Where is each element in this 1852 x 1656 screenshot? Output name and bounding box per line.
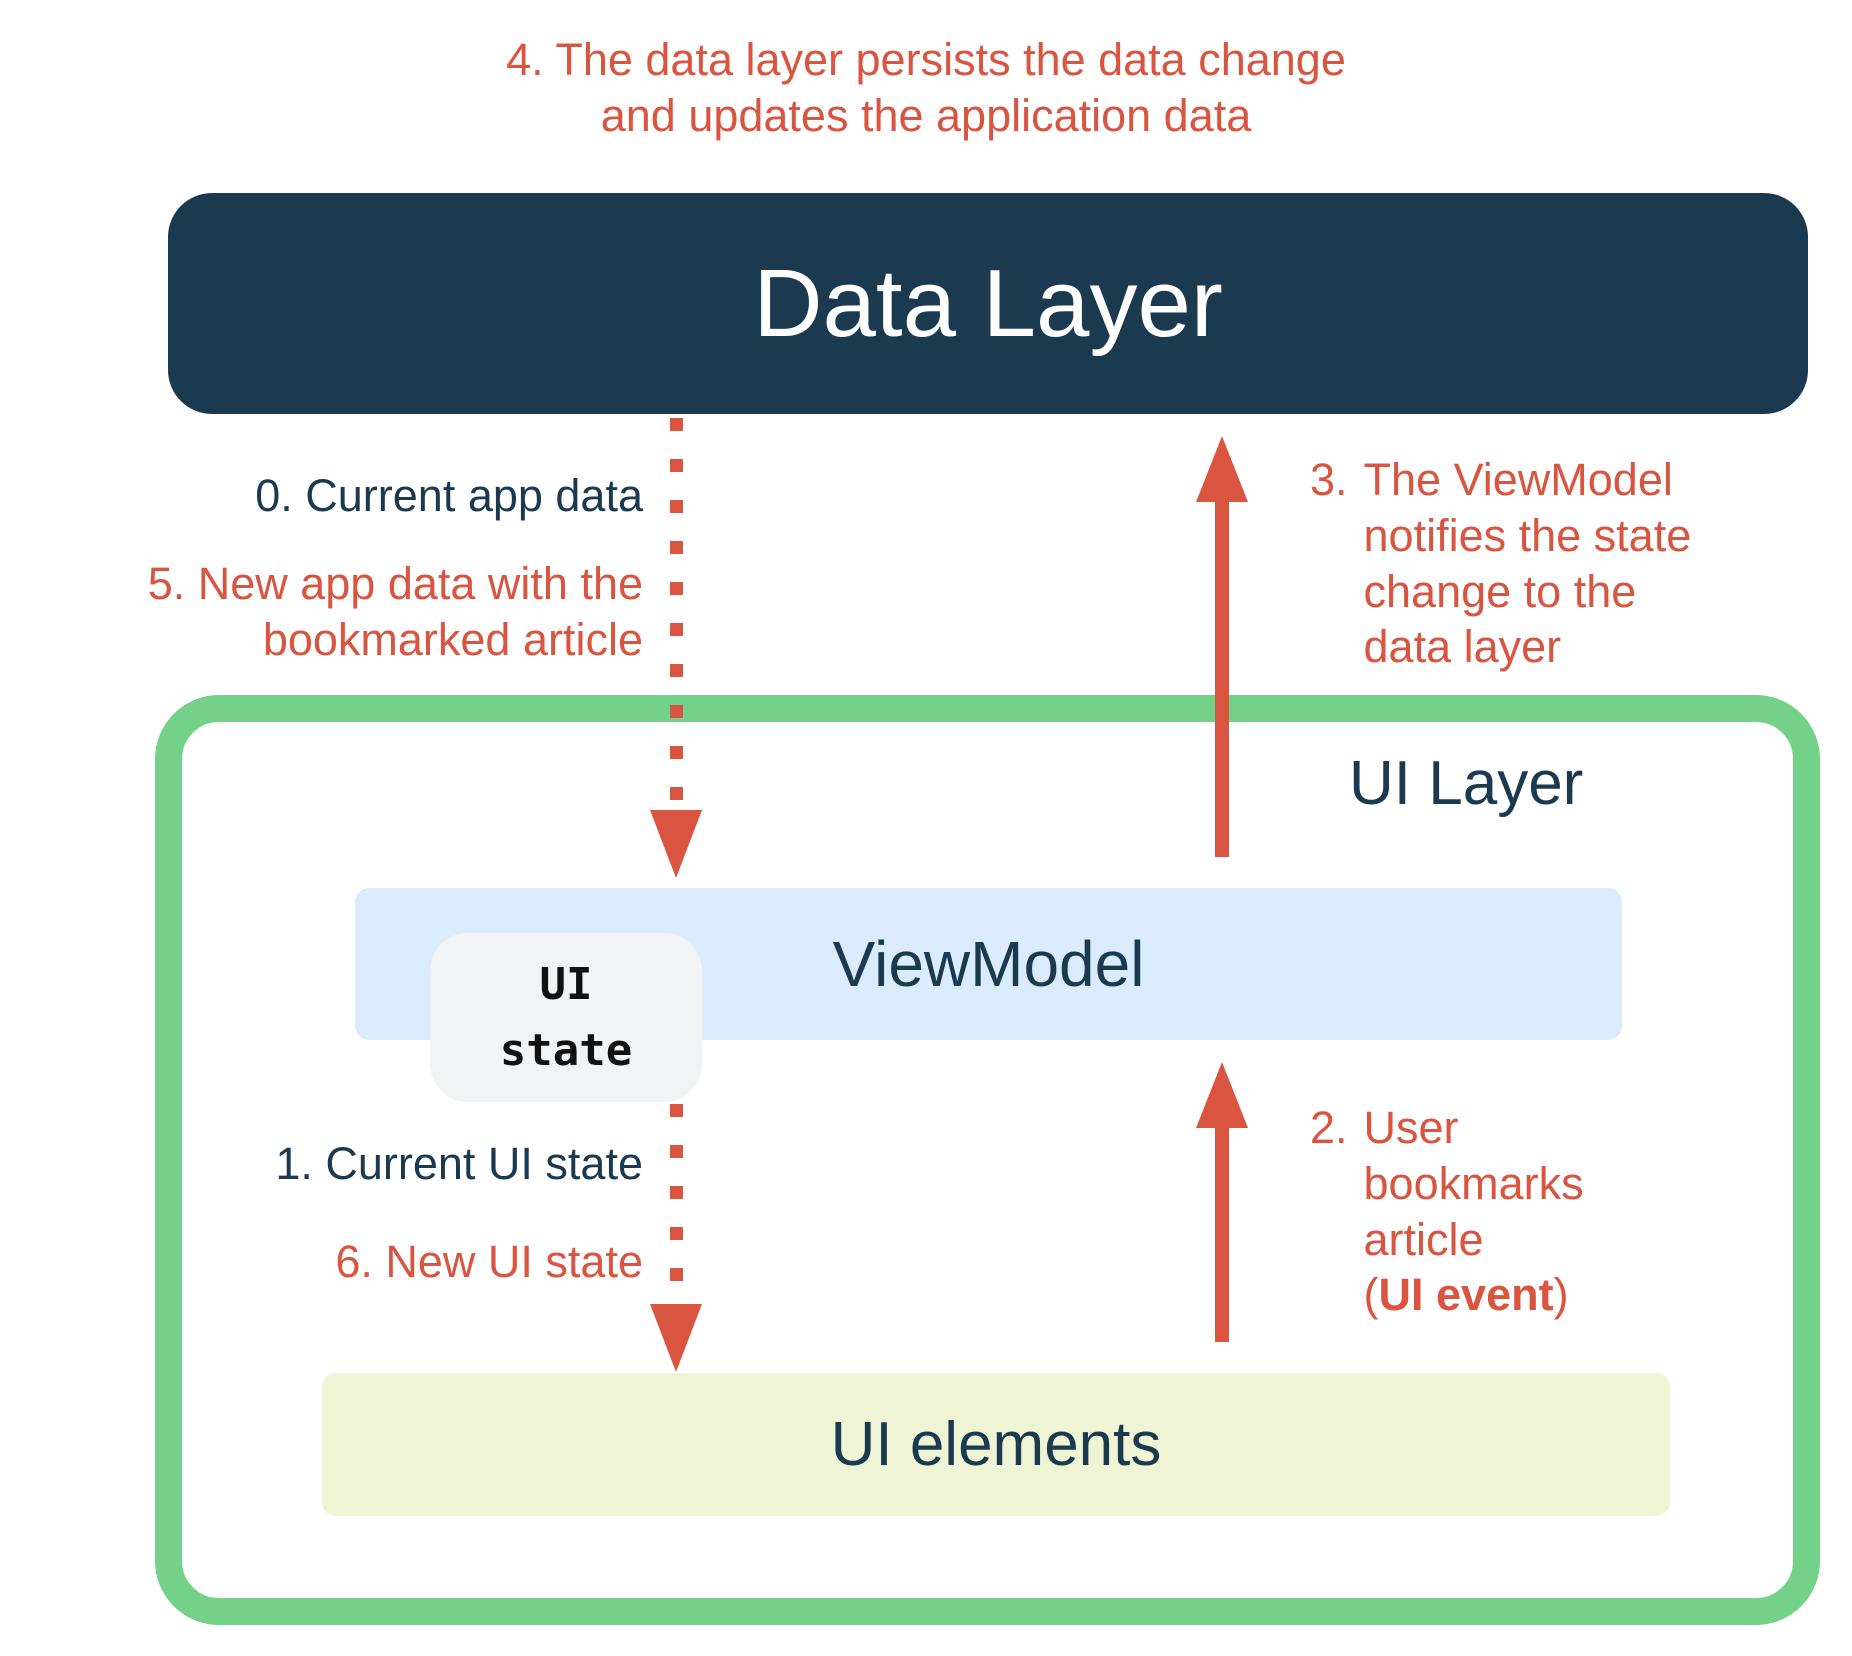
annotation-step2-ui-event-line: (UI event) (1363, 1269, 1569, 1321)
annotation-step3: 3. The ViewModel notifies the state chan… (1310, 452, 1691, 675)
annotation-step4: 4. The data layer persists the data chan… (0, 32, 1852, 144)
annotation-step3-body: The ViewModel notifies the state change … (1363, 454, 1692, 673)
annotation-step4-line2: and updates the application data (600, 89, 1252, 141)
state-change-arrow-line (1215, 500, 1229, 857)
annotation-step6: 6. New UI state (335, 1236, 643, 1287)
annotation-step2-body: User bookmarks article (UI event) (1364, 1100, 1584, 1323)
ui-event-arrowhead-icon (1196, 1062, 1248, 1128)
ui-state-chip-line2: state (499, 1024, 633, 1076)
ui-state-flow-arrowhead-icon (650, 1304, 702, 1372)
app-data-flow-arrowhead-icon (650, 810, 702, 878)
annotation-step5-line1: 5. New app data with the (147, 558, 643, 609)
annotation-step1: 1. Current UI state (275, 1138, 643, 1189)
annotation-step0: 0. Current app data (255, 470, 643, 521)
ui-elements-box: UI elements (322, 1373, 1670, 1516)
ui-elements-label: UI elements (830, 1410, 1162, 1479)
ui-state-flow-arrow-line (670, 1104, 683, 1304)
annotation-step2: 2. User bookmarks article (UI event) (1310, 1100, 1584, 1323)
viewmodel-label: ViewModel (832, 928, 1145, 1000)
annotation-step5: 5. New app data with the bookmarked arti… (40, 556, 643, 668)
ui-state-chip-line1: UI (539, 958, 593, 1010)
ui-layer-box (155, 695, 1820, 1625)
annotation-step5-line2: bookmarked article (262, 613, 643, 665)
data-layer-label: Data Layer (753, 249, 1223, 357)
annotation-step3-number: 3. (1310, 454, 1348, 505)
annotation-step4-line1: 4. The data layer persists the data chan… (506, 34, 1346, 85)
ui-state-chip: UI state (430, 933, 702, 1102)
state-change-arrowhead-icon (1196, 436, 1248, 502)
annotation-step2-number: 2. (1310, 1102, 1348, 1153)
ui-layer-label: UI Layer (1349, 749, 1584, 818)
ui-event-arrow-line (1215, 1128, 1229, 1342)
app-data-flow-arrow-line (670, 418, 683, 810)
data-layer-box: Data Layer (168, 193, 1808, 414)
